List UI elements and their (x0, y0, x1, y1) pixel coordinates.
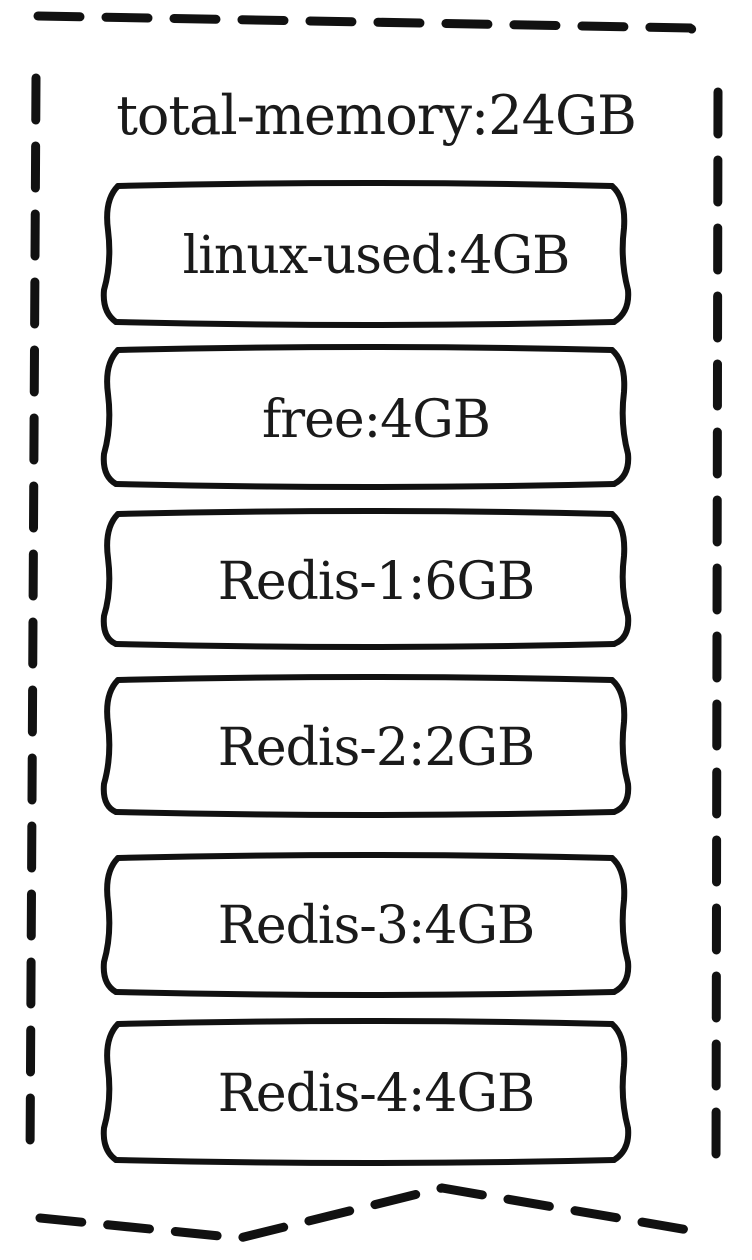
block-outline-free (100, 344, 632, 490)
block-label-free: free:4GB (261, 390, 491, 450)
container-title: total-memory:24GB (116, 84, 637, 147)
container-outline (25, 11, 723, 1243)
block-outlines (100, 180, 632, 1166)
block-label-redis-3: Redis-3:4GB (217, 896, 536, 956)
block-outline-redis-1 (100, 508, 632, 650)
container-top-edge (33, 11, 705, 45)
block-label-redis-4: Redis-4:4GB (217, 1064, 536, 1124)
block-outline-redis-3 (100, 852, 632, 998)
container-right-edge (711, 87, 723, 1170)
block-outline-redis-4 (100, 1018, 632, 1166)
container-left-edge (25, 73, 41, 1165)
block-label-linux-used: linux-used:4GB (182, 226, 571, 286)
block-label-redis-2: Redis-2:2GB (217, 718, 536, 778)
container-bottom-edge (35, 1183, 705, 1243)
block-label-redis-1: Redis-1:6GB (217, 552, 536, 612)
block-outline-linux-used (100, 180, 632, 328)
block-outline-redis-2 (100, 674, 632, 818)
